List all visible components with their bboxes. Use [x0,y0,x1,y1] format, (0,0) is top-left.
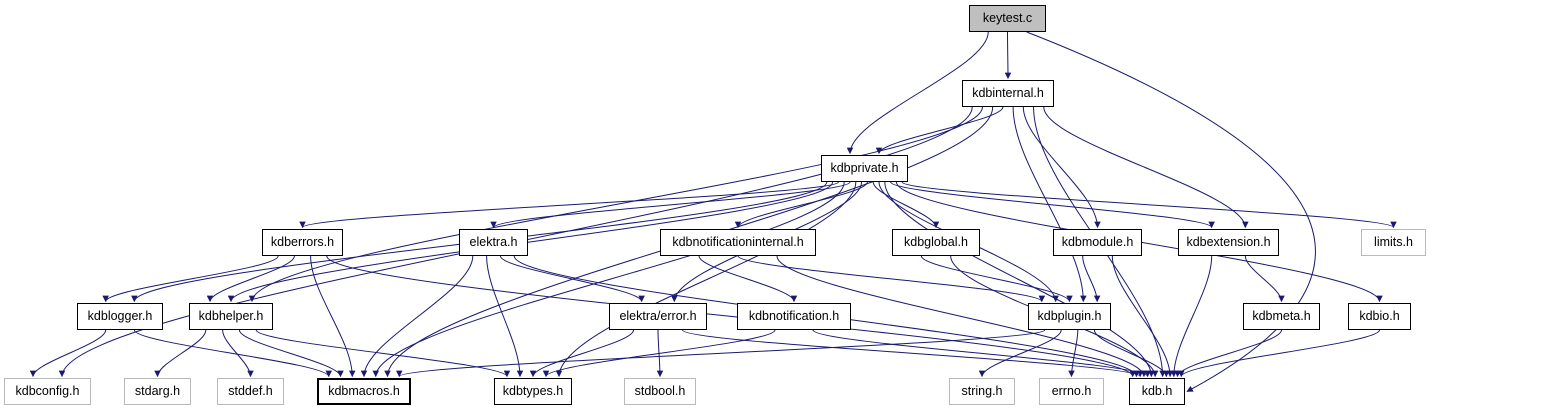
edge-kdblogger-h--kdbmacros-h [133,329,332,378]
node-stddef-h: stddef.h [217,378,284,405]
edge-kdbprivate-h--kdbhelper-h [227,181,834,303]
edge-keytest-c--kdbinternal-h [1004,31,1012,80]
edge-kdbmeta-h--kdb-h [1174,329,1282,378]
edge-kdberrors-h--kdbmacros-h [310,255,356,378]
node-kdbinternal-h[interactable]: kdbinternal.h [962,80,1054,107]
edge-kdberrors-h--kdbhelper-h [206,255,295,303]
edge-kdbhelper-h--stdarg-h [154,329,207,378]
edge-kdbmodule-h--kdb-h [1111,255,1174,378]
node-kdbmodule-h[interactable]: kdbmodule.h [1053,229,1142,256]
edge-kdbnotification-h--kdb-h [812,329,1151,378]
edge-kdbprivate-h--kdbglobal-h [872,181,940,229]
node-string-h: string.h [949,378,1015,405]
edge-kdbprivate-h--kdbnotificationinternal-h [734,181,868,229]
edge-kdbprivate-h--kdb-h [884,181,1155,378]
edge-kdbhelper-h--kdbmacros-h [238,329,344,378]
node-kdbmeta-h[interactable]: kdbmeta.h [1243,303,1320,330]
node-kdbprivate-h[interactable]: kdbprivate.h [821,155,908,182]
edge-kdbio-h--kdb-h [1178,329,1380,378]
edge-kdbextension-h--kdbmeta-h [1244,255,1285,303]
edge-kdbinternal-h--kdbmodule-h [1022,106,1101,229]
edge-kdbprivate-h--kdberrors-h [299,181,839,229]
edge-elektra-error-h--kdbtypes-h [529,329,634,378]
edge-kdbhelper-h--stddef-h [222,329,254,378]
node-kdbio-h[interactable]: kdbio.h [1348,303,1411,330]
edge-kdbplugin-h--errno-h [1068,329,1079,378]
edge-kdbinternal-h--kdbhelper-h [248,106,983,303]
edge-kdbprivate-h--limits-h [901,181,1397,229]
edge-kdbnotification-h--kdbtypes-h [542,329,776,378]
edge-kdberrors-h--kdb-h [326,255,1136,378]
edge-kdbinternal-h--kdbprivate-h [875,106,1004,155]
edge-kdbextension-h--kdb-h [1170,255,1213,378]
node-kdbplugin-h[interactable]: kdbplugin.h [1028,303,1111,330]
edge-kdbprivate-h--elektra-h [490,181,851,229]
node-kdberrors-h[interactable]: kdberrors.h [262,229,343,256]
edge-kdberrors-h--kdblogger-h [102,255,279,303]
edge-kdbprivate-h--kdbextension-h [890,181,1215,229]
edge-kdbnotificationinternal-h--kdbnotification-h [698,255,798,303]
edge-kdbnotificationinternal-h--kdbplugin-h [737,255,1045,303]
node-keytest-c: keytest.c [969,5,1046,32]
edge-kdblogger-h--kdbconfig-h [29,329,107,378]
node-kdbhelper-h[interactable]: kdbhelper.h [189,303,273,330]
node-kdbextension-h[interactable]: kdbextension.h [1178,229,1279,256]
node-errno-h: errno.h [1039,378,1104,405]
node-kdbglobal-h[interactable]: kdbglobal.h [892,229,980,256]
edge-kdbprivate-h--kdbmacros-h [372,181,845,378]
node-elektra-error-h[interactable]: elektra/error.h [609,303,707,330]
node-limits-h: limits.h [1361,229,1426,256]
node-kdbnotification-h[interactable]: kdbnotification.h [737,303,851,330]
node-stdarg-h: stdarg.h [124,378,191,405]
node-stdbool-h: stdbool.h [624,378,696,405]
edge-kdbplugin-h--kdb-h [1093,329,1170,378]
edge-kdbplugin-h--string-h [978,329,1062,378]
edge-elektra-error-h--kdb-h [682,329,1144,378]
node-kdbmacros-h[interactable]: kdbmacros.h [317,378,411,405]
node-kdbnotificationinternal-h[interactable]: kdbnotificationinternal.h [660,229,816,256]
edge-kdbplugin-h--kdbmacros-h [396,329,1046,378]
edge-kdbprivate-h--kdbtypes-h [555,181,857,378]
edge-kdbmodule-h--kdbplugin-h [1082,255,1101,303]
edge-elektra-h--kdbtypes-h [486,255,524,378]
node-elektra-h[interactable]: elektra.h [459,229,528,256]
node-kdblogger-h[interactable]: kdblogger.h [77,303,163,330]
node-kdbtypes-h[interactable]: kdbtypes.h [494,378,572,405]
node-kdbconfig-h: kdbconfig.h [4,378,91,405]
edge-elektra-h--kdbmacros-h [360,255,474,378]
edge-kdbnotificationinternal-h--kdb-h [776,255,1148,378]
edge-keytest-c--kdbprivate-h [846,31,989,155]
edge-kdbglobal-h--kdbplugin-h [920,255,1073,303]
node-kdb-h[interactable]: kdb.h [1129,378,1185,405]
edge-kdbinternal-h--kdbextension-h [1043,106,1249,229]
edge-keytest-c--kdb-h [1026,31,1316,392]
edge-elektra-h--elektra-error-h [499,255,645,303]
edge-kdbhelper-h--kdbtypes-h [255,329,511,378]
